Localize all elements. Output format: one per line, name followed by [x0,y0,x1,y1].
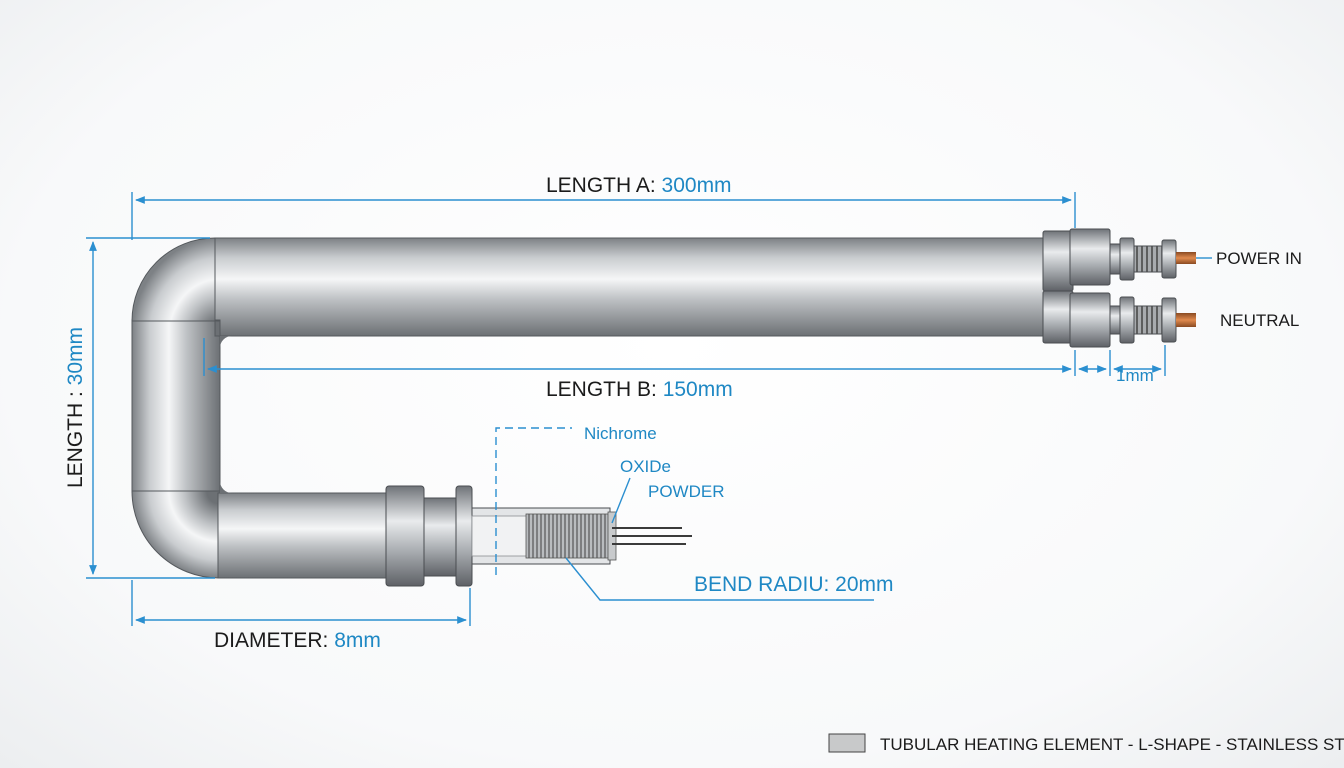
length-a-label: LENGTH A: 300mm [546,174,732,197]
callout-leaders [495,427,874,601]
oxide-label: OXIDe [620,457,671,476]
steel-tube [131,237,1048,579]
dimension-diameter [131,580,471,626]
legend: TUBULAR HEATING ELEMENT - L-SHAPE - STAI… [828,733,1344,754]
diameter-label: DIAMETER: 8mm [214,629,381,652]
terminal-dimension-label: 1mm [1116,366,1154,385]
dimension-vertical-length [86,237,215,579]
vertical-length-label: LENGTH : 30mm [64,327,87,488]
legend-text: TUBULAR HEATING ELEMENT - L-SHAPE - STAI… [880,735,1344,754]
length-b-label: LENGTH B: 150mm [546,378,733,401]
cutaway-section [471,507,692,565]
bend-radius-label: BEND RADIU: 20mm [694,573,894,596]
dimension-length-a [131,192,1076,240]
nichrome-label: Nichrome [584,424,657,443]
legend-swatch [828,733,866,753]
power-in-label: POWER IN [1216,249,1302,268]
terminal-power [1042,228,1212,292]
nichrome-coil [525,513,611,559]
powder-label: POWDER [648,482,725,501]
terminal-neutral [1042,290,1196,348]
neutral-label: NEUTRAL [1220,311,1299,330]
bottom-fitting [385,485,473,587]
dimension-length-b [203,338,1166,376]
